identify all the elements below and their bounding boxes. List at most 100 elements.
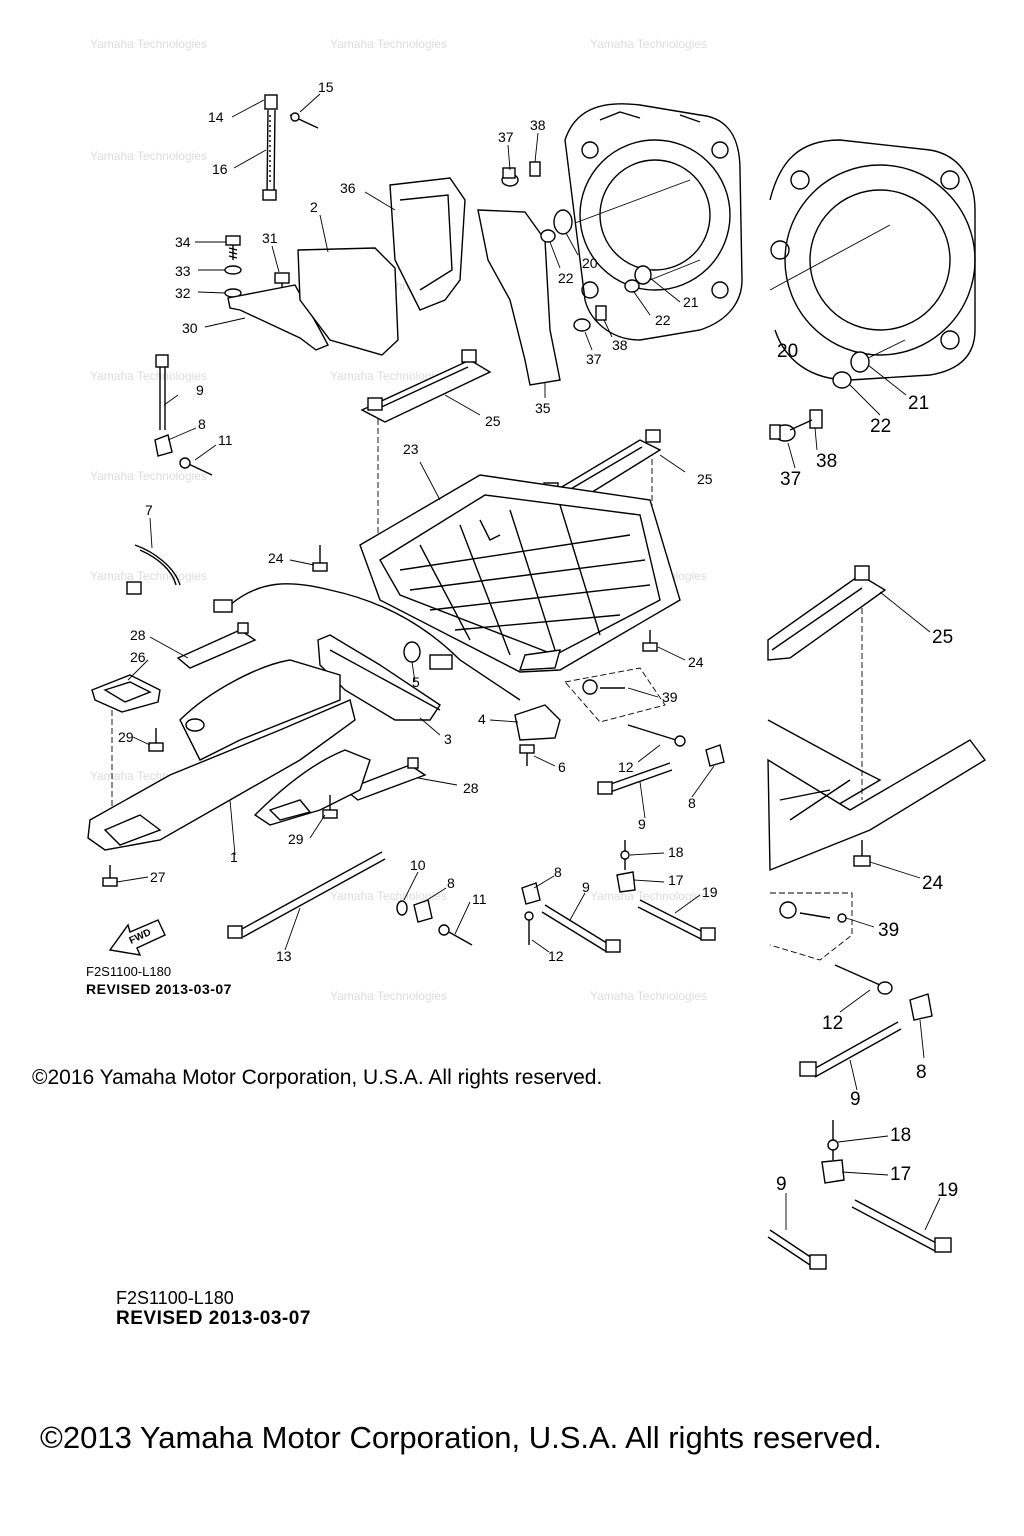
part-11-rivet-bottom xyxy=(438,924,473,946)
svg-text:Yamaha Technologies: Yamaha Technologies xyxy=(90,37,207,51)
part-23-frame xyxy=(359,474,681,673)
part-33-washer xyxy=(224,265,242,275)
callout-11-left: 11 xyxy=(218,432,233,448)
callout-lg-12: 12 xyxy=(822,1013,843,1034)
part-38-bolt-top xyxy=(529,161,541,177)
copyright-large: ©2013 Yamaha Motor Corporation, U.S.A. A… xyxy=(40,1420,882,1455)
callout-10: 10 xyxy=(410,857,426,873)
engine-housing-right xyxy=(769,139,976,381)
callout-13: 13 xyxy=(276,948,292,964)
callout-22-top: 22 xyxy=(558,270,574,286)
callout-23: 23 xyxy=(403,441,419,457)
part-28-bracket-top xyxy=(176,629,257,669)
callout-lg-19: 19 xyxy=(937,1180,958,1201)
callout-12-mid: 12 xyxy=(618,759,634,775)
callout-2: 2 xyxy=(310,199,318,215)
part-6-screw xyxy=(519,744,535,766)
callout-24-a: 24 xyxy=(268,550,284,566)
part-18-rivet xyxy=(620,840,630,870)
callout-lg-17: 17 xyxy=(890,1164,911,1185)
callout-38-mid: 38 xyxy=(612,337,628,353)
callout-9-bottom: 9 xyxy=(582,879,590,895)
part-17-clip xyxy=(616,871,636,893)
copyright-small: ©2016 Yamaha Motor Corporation, U.S.A. A… xyxy=(32,1066,603,1089)
callout-11-bottom: 11 xyxy=(472,891,487,907)
part-24-bolt-b xyxy=(642,630,658,652)
svg-text:Yamaha Technologies: Yamaha Technologies xyxy=(590,37,707,51)
svg-text:Yamaha Technologies: Yamaha Technologies xyxy=(90,569,207,583)
part-8-clip-right xyxy=(909,993,933,1021)
callout-8-bottom: 8 xyxy=(447,875,455,891)
revised-date-large: REVISED 2013-03-07 xyxy=(116,1308,311,1329)
part-24-bolt-a xyxy=(312,545,328,572)
part-8-clip-mid xyxy=(705,744,725,767)
part-22-nut-right xyxy=(832,371,852,389)
frame-detail-right xyxy=(767,719,987,872)
callout-31: 31 xyxy=(262,230,278,246)
part-36-gasket xyxy=(389,177,466,311)
engine-housing-top xyxy=(564,103,743,341)
svg-text:Yamaha Technologies: Yamaha Technologies xyxy=(330,989,447,1003)
part-12-rivet-mid xyxy=(627,724,686,747)
callout-26: 26 xyxy=(130,649,146,665)
callout-8-mid: 8 xyxy=(688,795,696,811)
fwd-arrow-icon: FWD xyxy=(108,919,166,956)
callout-lg-25: 25 xyxy=(932,627,953,648)
part-5-cable xyxy=(229,583,521,701)
callout-lg-22: 22 xyxy=(870,416,891,437)
callout-lg-8: 8 xyxy=(916,1062,927,1083)
callout-27: 27 xyxy=(150,869,166,885)
callout-30: 30 xyxy=(182,320,198,336)
callout-1: 1 xyxy=(230,849,238,865)
callout-16: 16 xyxy=(212,161,228,177)
callout-4: 4 xyxy=(478,711,486,727)
part-1-base xyxy=(87,659,371,851)
callout-lg-20: 20 xyxy=(777,341,798,362)
part-7-strap xyxy=(134,544,181,586)
callout-8-bottom2: 8 xyxy=(554,864,562,880)
part-28-bracket-bottom xyxy=(343,764,427,801)
callout-9-left: 9 xyxy=(196,382,204,398)
part-25-rail-top xyxy=(360,359,492,423)
callout-24-b: 24 xyxy=(688,654,704,670)
part-9-tie-right xyxy=(799,1021,902,1078)
callout-37-top: 37 xyxy=(498,129,514,145)
callout-5: 5 xyxy=(412,674,420,690)
part-39-detail-box xyxy=(564,667,666,723)
svg-text:Yamaha Technologies: Yamaha Technologies xyxy=(590,889,707,903)
svg-text:Yamaha Technologies: Yamaha Technologies xyxy=(330,369,447,383)
part-22-nut-top2 xyxy=(624,279,640,293)
part-34-bolt xyxy=(225,235,241,260)
callout-8-left: 8 xyxy=(198,416,206,432)
part-4-bracket xyxy=(514,704,561,741)
part-8-clip-bottom2 xyxy=(521,882,541,905)
callout-25-top: 25 xyxy=(485,413,501,429)
part-38-bolt-mid xyxy=(595,305,607,321)
part-20-damper-top xyxy=(553,209,573,235)
part-37-grommet-top xyxy=(501,167,519,187)
part-22-nut-top xyxy=(540,229,556,243)
part-10-washer xyxy=(396,900,408,916)
callout-37-mid: 37 xyxy=(586,351,602,367)
callout-3: 3 xyxy=(444,731,452,747)
callout-25-mid: 25 xyxy=(697,471,713,487)
part-37-grommet-mid xyxy=(573,318,591,332)
svg-text:Yamaha Technologies: Yamaha Technologies xyxy=(90,469,207,483)
callout-labels: 14 15 16 2 36 34 31 33 32 30 37 38 20 22… xyxy=(118,79,718,964)
callout-9-mid: 9 xyxy=(638,816,646,832)
callout-29-b: 29 xyxy=(288,831,304,847)
part-13-tie-long xyxy=(227,851,386,939)
part-26-cap xyxy=(91,674,161,713)
part-27-bolt xyxy=(102,865,118,887)
callout-lg-39: 39 xyxy=(878,920,899,941)
part-11-rivet-left xyxy=(179,457,213,476)
callout-38-top: 38 xyxy=(530,117,546,133)
part-38-bolt-right xyxy=(789,409,823,431)
svg-text:Yamaha Technologies: Yamaha Technologies xyxy=(330,889,447,903)
part-9-tie-bottom xyxy=(541,904,621,953)
callout-lg-9: 9 xyxy=(850,1089,861,1110)
callout-22-top2: 22 xyxy=(655,312,671,328)
part-2-plate xyxy=(297,247,399,356)
part-29-bolt-b xyxy=(322,795,338,819)
